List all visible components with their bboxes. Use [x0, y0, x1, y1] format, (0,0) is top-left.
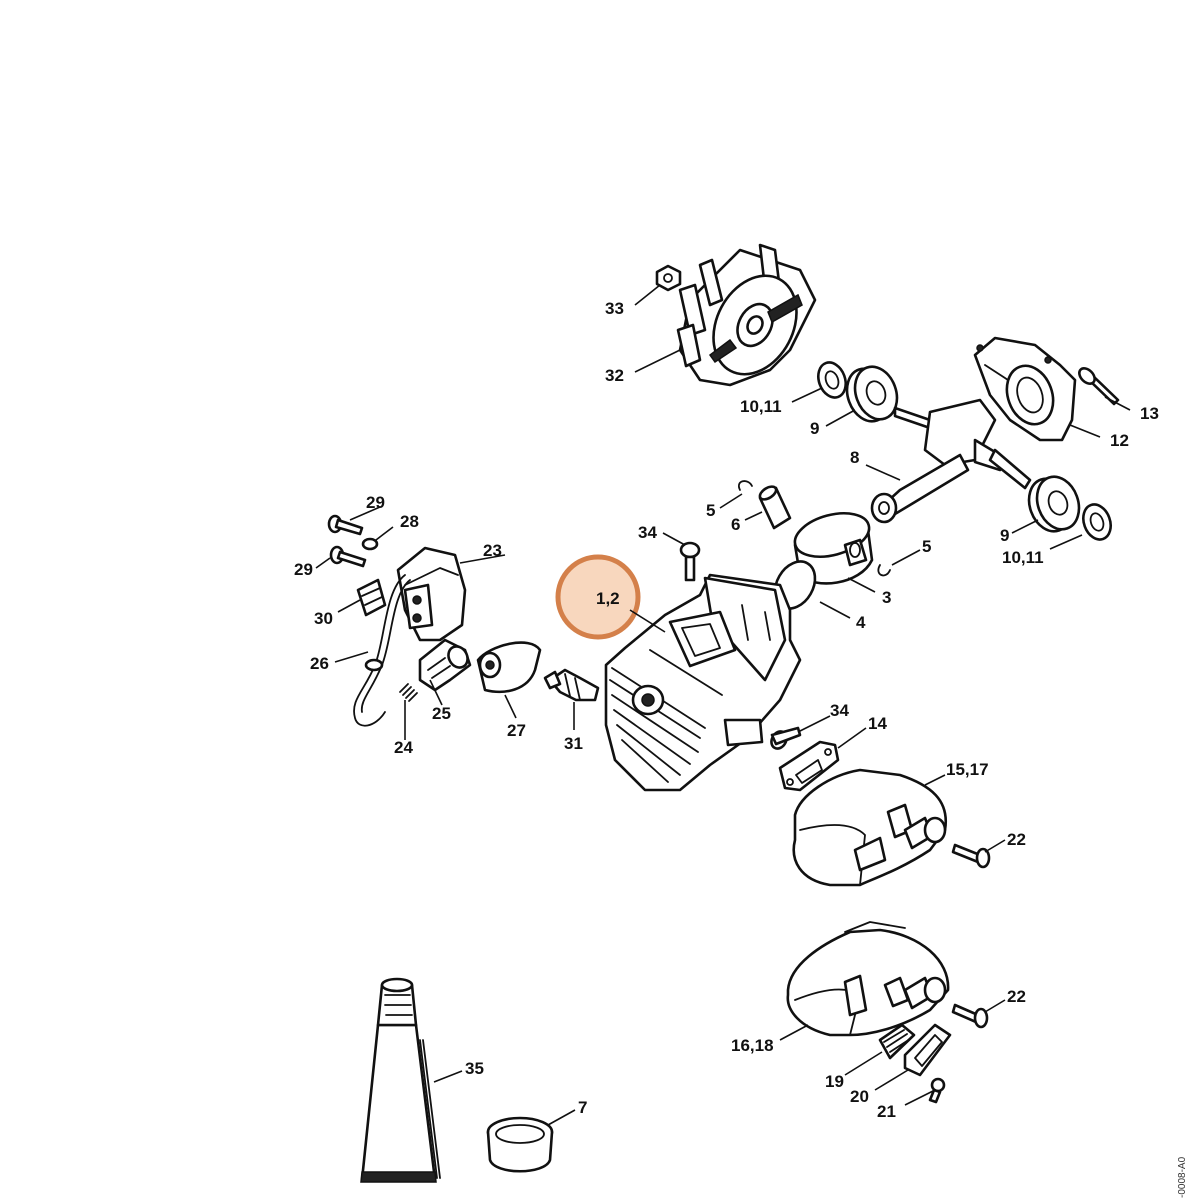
spark-arrestor-screen-part[interactable] — [878, 1023, 916, 1060]
circlip-right-part[interactable] — [877, 564, 891, 577]
callout-25: 25 — [432, 704, 451, 723]
callout-6: 6 — [731, 515, 740, 534]
callout-1-2: 1,2 — [596, 589, 620, 608]
callout-27: 27 — [507, 721, 526, 740]
callout-7: 7 — [578, 1098, 587, 1117]
callout-31: 31 — [564, 734, 583, 753]
callout-23: 23 — [483, 541, 502, 560]
spark-plug-boot-part[interactable] — [418, 638, 472, 692]
callout-5-right: 5 — [922, 537, 931, 556]
cylinder-part[interactable] — [604, 573, 802, 792]
flywheel-part[interactable] — [676, 243, 817, 389]
grease-tube-part[interactable] — [360, 977, 441, 1183]
callout-13: 13 — [1140, 404, 1159, 423]
callout-3: 3 — [882, 588, 891, 607]
callout-35: 35 — [465, 1059, 484, 1078]
callout-22-bottom: 22 — [1007, 987, 1026, 1006]
callout-5-top: 5 — [706, 501, 715, 520]
callout-21: 21 — [877, 1102, 896, 1121]
callout-26: 26 — [310, 654, 329, 673]
cover-screw-part[interactable] — [928, 1077, 946, 1104]
ball-bearing-right-part[interactable] — [1022, 471, 1086, 537]
callout-30: 30 — [314, 609, 333, 628]
cylinder-screw-mid-part[interactable] — [768, 726, 802, 751]
callout-20: 20 — [850, 1087, 869, 1106]
muffler-bottom-part[interactable] — [786, 921, 950, 1037]
crankshaft-part[interactable] — [870, 398, 1032, 524]
leader-lines — [315, 284, 1131, 1126]
callout-28: 28 — [400, 512, 419, 531]
callout-22-top: 22 — [1007, 830, 1026, 849]
muffler-screw-top-part[interactable] — [951, 843, 991, 869]
spring-part[interactable] — [399, 683, 418, 702]
callout-15-17: 15,17 — [946, 760, 989, 779]
muffler-top-part[interactable] — [792, 768, 948, 887]
callout-29-top: 29 — [366, 493, 385, 512]
ignition-screw-mid-part[interactable] — [329, 545, 367, 568]
circlip-top-part[interactable] — [738, 480, 753, 491]
piston-pin-part[interactable] — [758, 484, 792, 530]
callout-14: 14 — [868, 714, 887, 733]
callout-34-top: 34 — [638, 523, 657, 542]
washer-part[interactable] — [361, 537, 379, 551]
callout-19: 19 — [825, 1072, 844, 1091]
document-code: -0008-A0 — [1177, 1156, 1188, 1198]
cylinder-screw-top-part[interactable] — [679, 541, 701, 582]
piston-part[interactable] — [790, 506, 874, 585]
callout-10-11-right: 10,11 — [1002, 548, 1044, 567]
callout-24: 24 — [394, 738, 413, 757]
callout-34-mid: 34 — [830, 701, 849, 720]
muffler-screw-bottom-part[interactable] — [951, 1003, 989, 1029]
callout-12: 12 — [1110, 431, 1129, 450]
callout-4: 4 — [856, 613, 866, 632]
callout-9-right: 9 — [1000, 526, 1009, 545]
cover-plate-part[interactable] — [903, 1023, 952, 1077]
callout-10-11-top: 10,11 — [740, 397, 782, 416]
screw-part[interactable] — [1076, 365, 1120, 406]
callout-29-mid: 29 — [294, 560, 313, 579]
boot-cover-part[interactable] — [476, 641, 542, 694]
spark-plug-part[interactable] — [543, 668, 600, 702]
ignition-screw-top-part[interactable] — [327, 514, 364, 536]
gasket-part[interactable] — [778, 740, 840, 792]
nut-part[interactable] — [655, 264, 682, 292]
callout-9-top: 9 — [810, 419, 819, 438]
short-circuit-wire-part[interactable] — [356, 578, 387, 617]
callout-32: 32 — [605, 366, 624, 385]
callout-labels: 33 32 10,11 9 13 12 8 29 28 5 6 34 23 5 … — [294, 299, 1159, 1121]
callout-33: 33 — [605, 299, 624, 318]
crankcase-part[interactable] — [973, 336, 1077, 442]
highlight-marker[interactable]: 1,2 — [555, 554, 666, 640]
ignition-lead-part[interactable] — [353, 574, 411, 727]
oil-seal-top-part[interactable] — [814, 359, 851, 402]
callout-8: 8 — [850, 448, 859, 467]
ball-bearing-top-part[interactable] — [840, 361, 904, 427]
callout-16-18: 16,18 — [731, 1036, 774, 1055]
ring-part[interactable] — [486, 1116, 554, 1173]
oil-seal-right-part[interactable] — [1079, 501, 1116, 544]
ignition-module-part[interactable] — [396, 546, 467, 642]
